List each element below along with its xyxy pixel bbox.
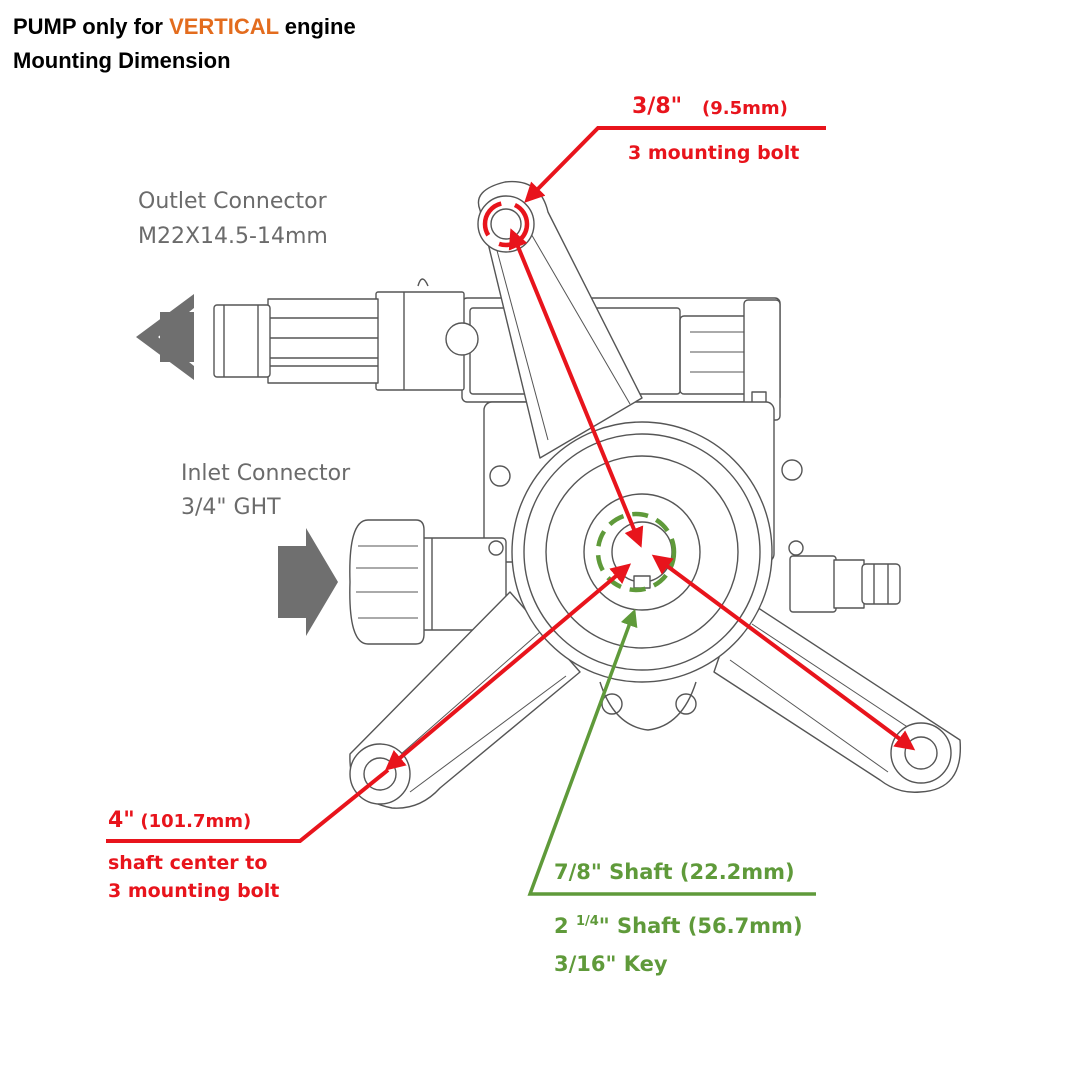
bolt-dashed-circle — [482, 200, 530, 248]
distance-callout: 4" (101.7mm) — [108, 808, 251, 833]
distance-metric: (101.7mm) — [140, 811, 252, 832]
bolt-size: 3/8" — [632, 94, 683, 119]
page-title: PUMP only for VERTICAL engine — [13, 14, 356, 40]
page-subtitle: Mounting Dimension — [13, 48, 231, 73]
inlet-flow-arrow — [278, 528, 338, 636]
shaft-length-suffix: " Shaft (56.7mm) — [598, 914, 803, 938]
title-suffix: engine — [278, 14, 356, 39]
distance-note-1: shaft center to — [108, 852, 268, 874]
shaft-key: 3/16" Key — [554, 952, 668, 976]
bolt-metric: (9.5mm) — [702, 98, 788, 119]
distance-leader-line — [106, 768, 390, 843]
bolt-leader-line — [524, 126, 826, 203]
inlet-label: Inlet Connector — [181, 461, 351, 486]
outlet-spec: M22X14.5-14mm — [138, 224, 328, 249]
shaft-length-fraction: 1/4 — [575, 914, 599, 929]
distance-note-2: 3 mounting bolt — [108, 880, 280, 902]
pump-outline — [213, 180, 962, 809]
outlet-flow-arrow-body — [160, 312, 194, 362]
shaft-leader-line — [527, 608, 816, 896]
shaft-diameter: 7/8" Shaft (22.2mm) — [554, 860, 795, 884]
shaft-length: 2 1/4" Shaft (56.7mm) — [554, 914, 803, 938]
inlet-spec: 3/4" GHT — [181, 495, 281, 520]
title-accent: VERTICAL — [169, 14, 279, 39]
shaft-length-prefix: 2 — [554, 914, 576, 938]
outlet-connector — [213, 291, 479, 391]
dimension-line-top — [508, 228, 644, 548]
bolt-note: 3 mounting bolt — [628, 142, 800, 164]
right-fitting — [789, 555, 901, 613]
title-prefix: PUMP only for — [13, 14, 170, 39]
distance-size: 4" — [108, 808, 135, 833]
dimension-line-right — [651, 554, 916, 751]
outlet-label: Outlet Connector — [138, 189, 327, 214]
dimension-line-left — [384, 563, 632, 771]
